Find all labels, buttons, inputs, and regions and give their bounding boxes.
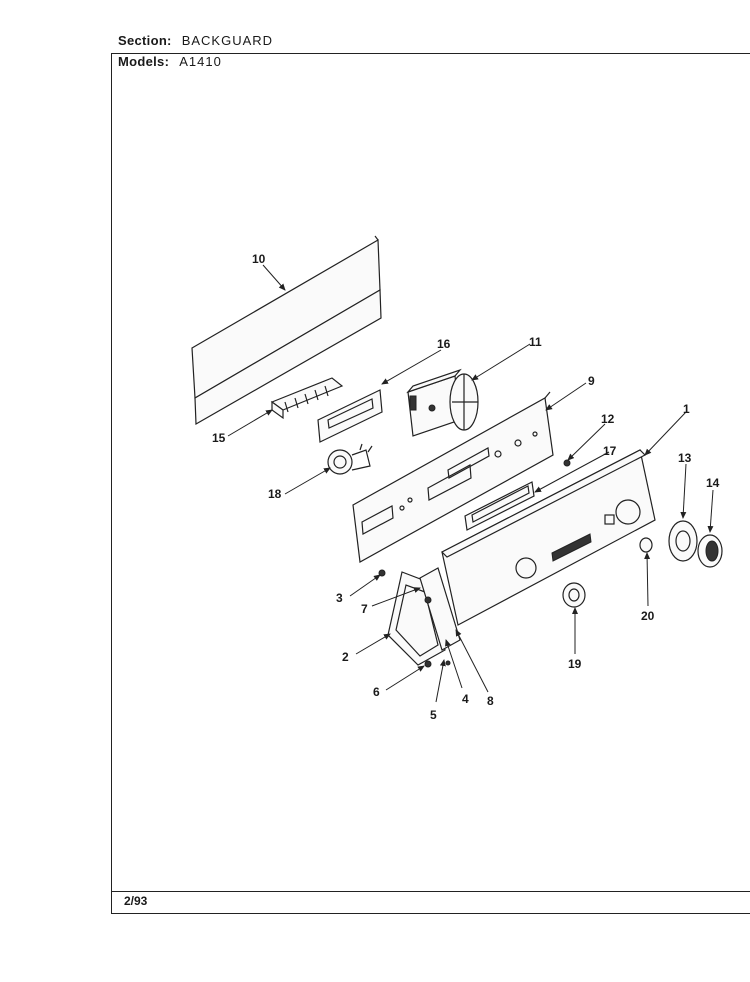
callout-labels: 1 2 3 4 5 6 7 8 9 10 11 12 13 14 15 16 1… <box>212 252 720 722</box>
section-label: Section: <box>118 33 172 48</box>
part-8-end-cap <box>419 567 461 651</box>
callout-7: 7 <box>361 602 368 616</box>
diagram-frame <box>111 53 750 914</box>
callout-19: 19 <box>568 657 582 671</box>
callout-13: 13 <box>678 451 692 465</box>
callout-6: 6 <box>373 685 380 699</box>
leader-lines <box>227 264 714 703</box>
part-19-selector-knob <box>562 582 586 608</box>
models-value: A1410 <box>179 54 222 69</box>
part-7-screw <box>424 596 432 604</box>
callout-14: 14 <box>706 476 720 490</box>
part-10-rear-panel <box>191 235 382 426</box>
part-5-screw <box>445 660 451 666</box>
callout-5: 5 <box>430 708 437 722</box>
part-11-timer <box>406 368 479 437</box>
callout-1: 1 <box>683 402 690 416</box>
part-17-lens <box>464 481 535 531</box>
callout-12: 12 <box>601 412 615 426</box>
part-9-control-panel <box>352 391 554 563</box>
callout-16: 16 <box>437 337 451 351</box>
footer-date: 2/93 <box>124 894 148 908</box>
callout-8: 8 <box>487 694 494 708</box>
part-12-screw <box>563 459 571 467</box>
part-1-console-front <box>440 449 656 626</box>
part-13-timer-knob <box>668 520 698 562</box>
models-label: Models: <box>118 54 170 69</box>
part-20-push-button <box>639 537 653 553</box>
callout-15: 15 <box>212 431 226 445</box>
callout-4: 4 <box>462 692 469 706</box>
models-title: Models: A1410 <box>118 54 222 69</box>
section-title: Section: BACKGUARD <box>118 33 273 48</box>
part-18-selector-switch <box>327 443 373 475</box>
footer-divider <box>111 891 750 892</box>
callout-18: 18 <box>268 487 282 501</box>
callout-3: 3 <box>336 591 343 605</box>
part-16-mounting-plate <box>317 389 383 443</box>
part-14-control-knob <box>697 534 723 568</box>
part-15-terminal-block <box>270 377 344 420</box>
callout-20: 20 <box>641 609 655 623</box>
callout-9: 9 <box>588 374 595 388</box>
callout-10: 10 <box>252 252 266 266</box>
callout-2: 2 <box>342 650 349 664</box>
section-value: BACKGUARD <box>181 33 274 48</box>
callout-11: 11 <box>529 335 542 349</box>
part-6-clip <box>424 660 432 668</box>
callout-17: 17 <box>603 444 617 458</box>
